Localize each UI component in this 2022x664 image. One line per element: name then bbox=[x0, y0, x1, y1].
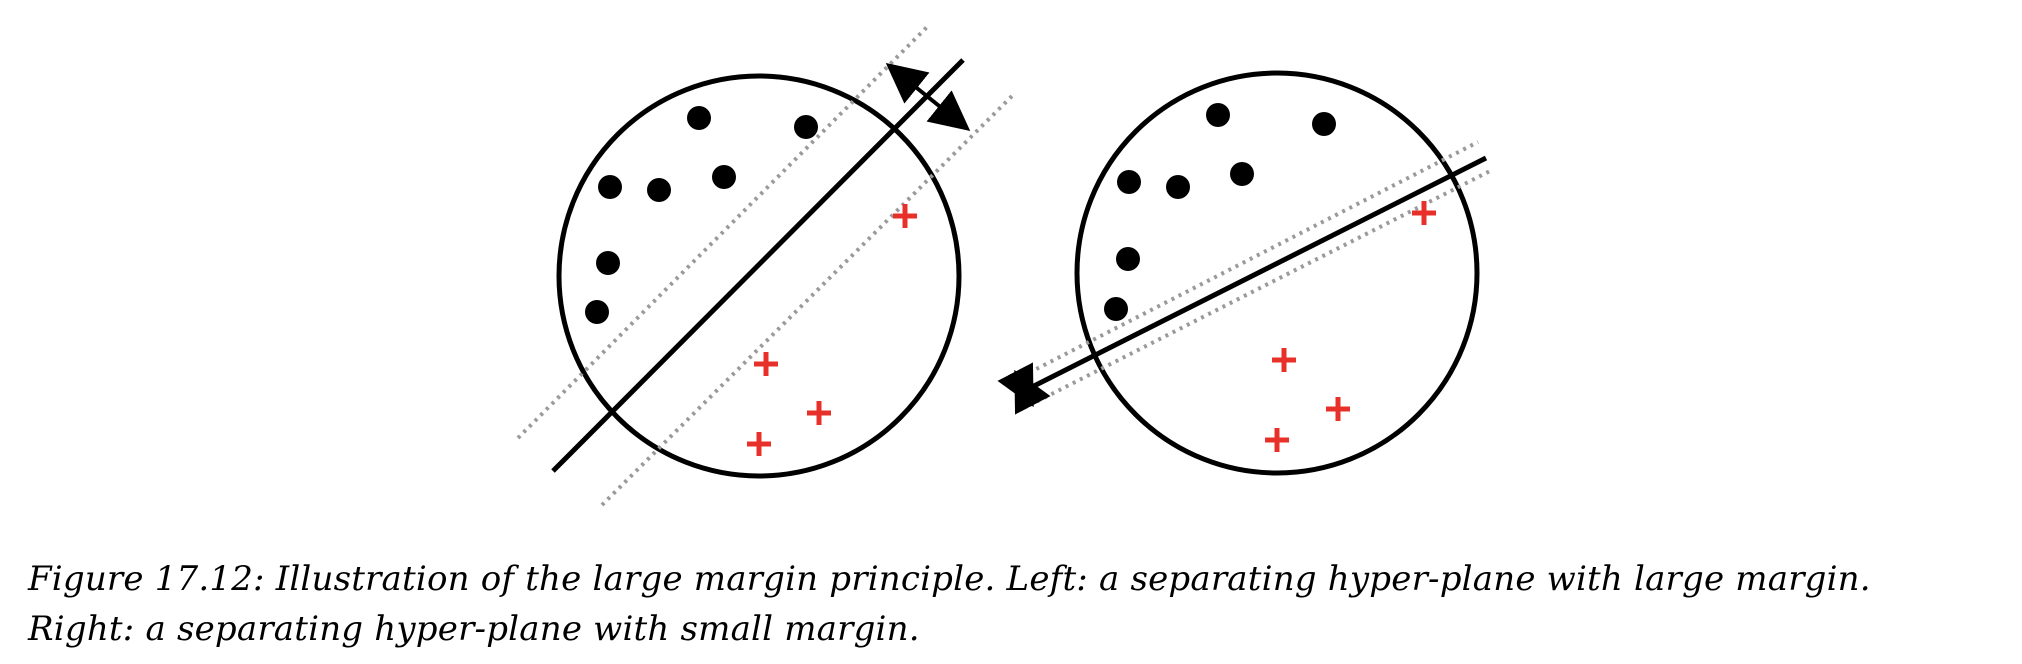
large-margin-diagram bbox=[516, 24, 1493, 507]
left-upper-margin-line bbox=[516, 24, 930, 440]
left-negative-point bbox=[598, 175, 622, 199]
figure-caption: Figure 17.12: Illustration of the large … bbox=[28, 554, 1998, 654]
caption-line-2: Right: a separating hyper-plane with sma… bbox=[28, 609, 920, 649]
right-negative-point bbox=[1117, 170, 1141, 194]
right-negative-point bbox=[1206, 103, 1230, 127]
right-margin-width-arrow bbox=[997, 362, 1051, 415]
right-positive-point bbox=[1326, 397, 1350, 421]
left-negative-point bbox=[794, 115, 818, 139]
right-negative-point bbox=[1116, 247, 1140, 271]
left-panel-boundary-circle bbox=[556, 73, 962, 479]
right-positive-point bbox=[1272, 348, 1296, 372]
right-separating-hyperplane bbox=[1020, 155, 1488, 395]
left-positive-point bbox=[807, 401, 831, 425]
right-panel-small-margin bbox=[997, 70, 1493, 476]
right-positive-point bbox=[1412, 201, 1436, 225]
left-positive-point bbox=[754, 352, 778, 376]
left-positive-point bbox=[747, 432, 771, 456]
right-upper-margin-line bbox=[1014, 140, 1479, 382]
left-negative-point bbox=[596, 251, 620, 275]
right-panel-boundary-circle bbox=[1074, 70, 1480, 476]
left-positive-point bbox=[893, 204, 917, 228]
left-negative-point bbox=[585, 300, 609, 324]
left-negative-point bbox=[687, 106, 711, 130]
left-panel-large-margin bbox=[516, 24, 1014, 507]
right-negative-point bbox=[1104, 297, 1128, 321]
left-lower-margin-line bbox=[600, 94, 1014, 507]
left-negative-point bbox=[647, 178, 671, 202]
right-negative-point bbox=[1166, 175, 1190, 199]
left-negative-point bbox=[712, 165, 736, 189]
left-margin-width-arrow bbox=[885, 62, 971, 132]
right-positive-point bbox=[1265, 428, 1289, 452]
right-negative-point bbox=[1230, 162, 1254, 186]
right-negative-point bbox=[1312, 112, 1336, 136]
caption-line-1: Figure 17.12: Illustration of the large … bbox=[28, 559, 1871, 599]
